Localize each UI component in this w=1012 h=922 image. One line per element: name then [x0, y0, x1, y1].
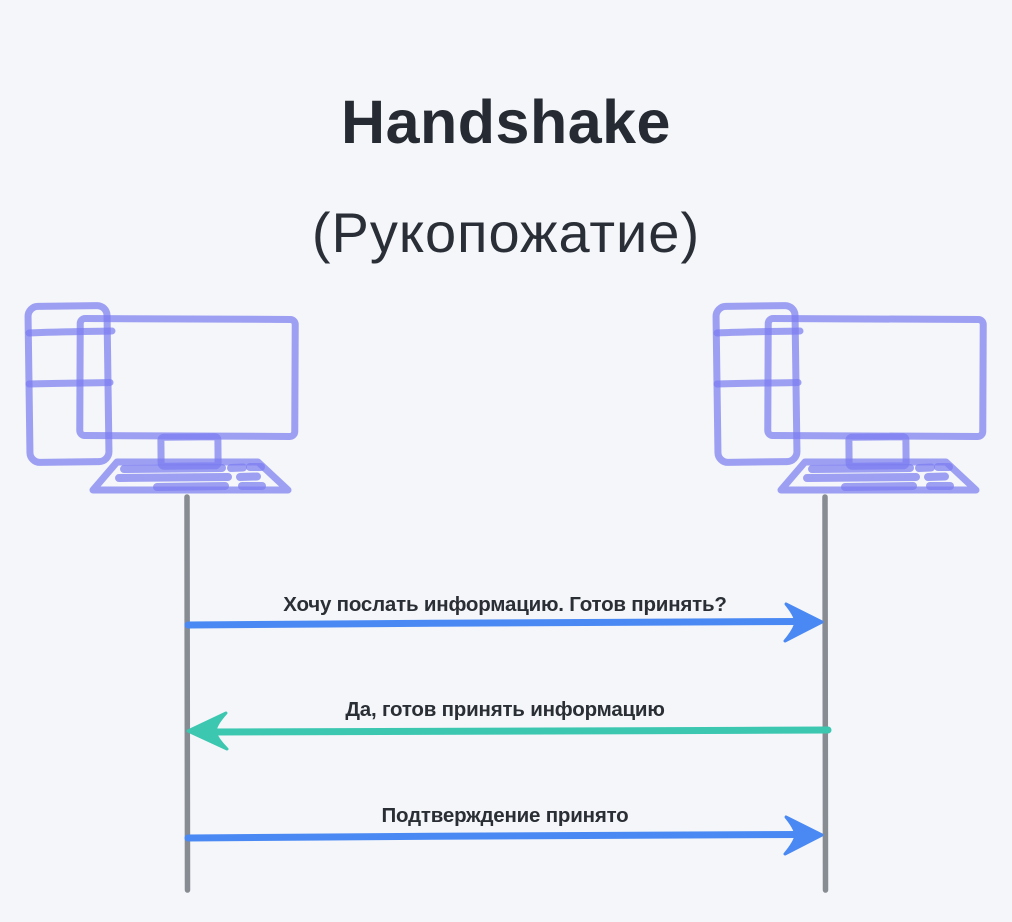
computer-icon-left	[28, 305, 295, 490]
computer-icon-right	[716, 305, 983, 490]
page-subtitle: (Рукопожатие)	[311, 201, 701, 264]
message-label-2: Да, готов принять информацию	[345, 698, 665, 721]
message-label-1: Хочу послать информацию. Готов принять?	[283, 593, 727, 616]
message-label-3: Подтверждение принято	[381, 804, 629, 827]
arrow-message-1	[184, 602, 824, 643]
lifeline-right	[822, 494, 829, 893]
page-title: Handshake	[341, 88, 671, 156]
arrow-message-3	[184, 815, 824, 856]
arrow-message-2	[186, 711, 832, 751]
lifeline-left	[184, 494, 191, 893]
